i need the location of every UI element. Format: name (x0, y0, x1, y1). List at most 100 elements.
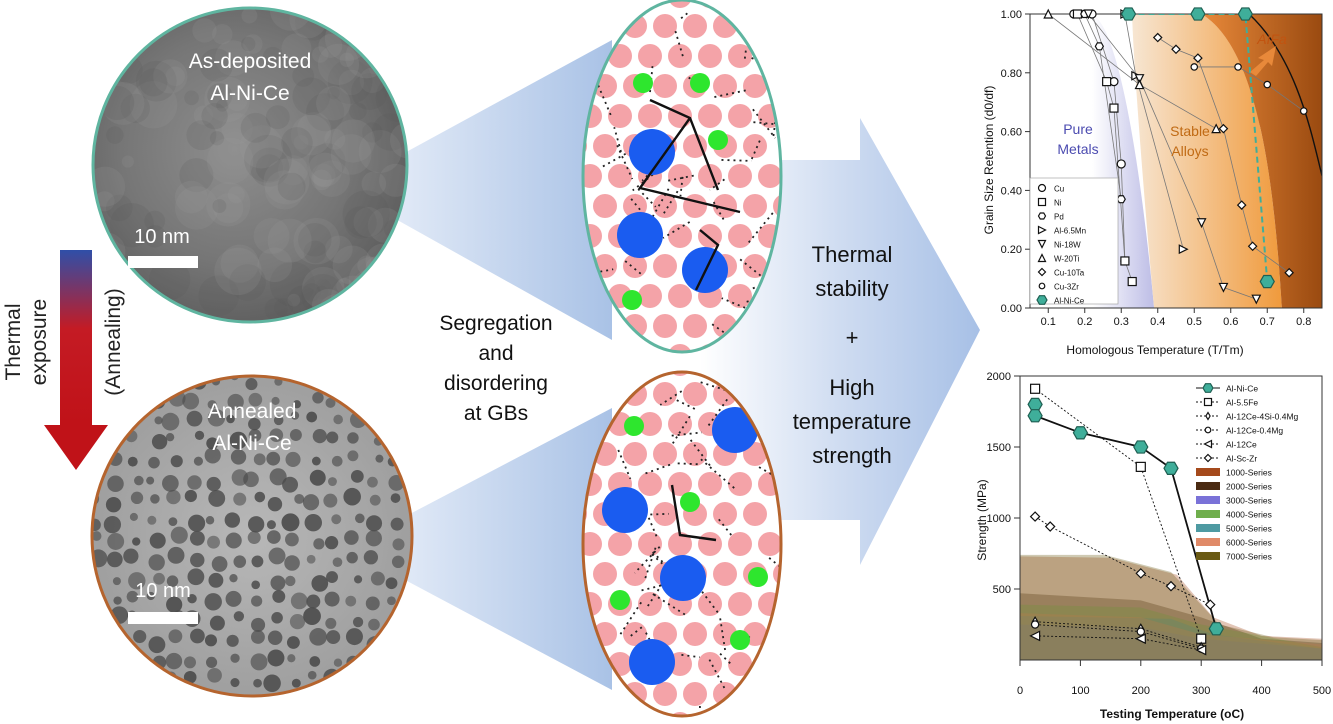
precipitate-dot (248, 429, 262, 442)
precipitate-dot (306, 411, 318, 423)
al-atom (758, 164, 781, 188)
chart1-ytick-label: 0.80 (1001, 68, 1022, 80)
chart1-data-point (1234, 63, 1242, 71)
chart2-legend-label: 2000-Series (1226, 482, 1272, 492)
chart2-xtick-label: 300 (1192, 685, 1210, 697)
micrograph-texture (389, 122, 407, 159)
chart2-ytick-label: 2000 (987, 371, 1011, 383)
micrograph-texture (303, 240, 327, 264)
precipitate-dot (186, 410, 203, 427)
precipitate-dot (207, 668, 222, 683)
precipitate-dot (205, 656, 218, 668)
precipitate-dot (309, 656, 321, 667)
chart2-legend-marker (1204, 426, 1212, 434)
al-atom (668, 164, 692, 188)
chart1-xtick-label: 0.8 (1296, 316, 1311, 328)
precipitate-dot (388, 431, 404, 446)
al-atom (728, 652, 752, 676)
micrograph-texture (297, 112, 332, 147)
al-atom (638, 592, 662, 616)
al-atom (668, 344, 692, 352)
chart2-legend-label: Al-Sc-Zr (1226, 454, 1257, 464)
aifa-arrow-icon (1250, 46, 1276, 76)
al-atom (758, 0, 781, 8)
al-atom (743, 14, 767, 38)
annealing-label: (Annealing) (102, 288, 125, 395)
micrograph-texture (281, 33, 312, 64)
micrograph-texture (290, 114, 332, 156)
chart1-legend-marker (1037, 183, 1047, 193)
al-atom (698, 592, 722, 616)
al-atom (653, 254, 677, 278)
precipitate-dot (282, 476, 299, 493)
precipitate-dot (292, 400, 302, 409)
micrograph-texture (94, 69, 114, 89)
al-atom (593, 134, 617, 158)
precipitate-dot (391, 555, 405, 569)
chart1-legend-label: Ni-18W (1054, 241, 1081, 250)
chart2-data-point (1195, 644, 1207, 656)
al-atom (758, 592, 781, 616)
al-atom (698, 104, 722, 128)
al-atom (668, 532, 692, 556)
ni-atom (690, 73, 710, 93)
grain-boundary-line (712, 201, 726, 222)
micrograph-texture (241, 8, 258, 24)
grain-boundary-line (768, 557, 781, 586)
micrograph-texture (199, 48, 234, 82)
chart2-data-point (1135, 568, 1147, 579)
segregation-text-4: at GBs (464, 402, 528, 425)
precipitate-dot (204, 634, 218, 647)
chart1-data-point (1211, 123, 1222, 134)
chart2-legend-marker (1203, 453, 1213, 463)
chart1-legend-marker (1037, 267, 1047, 277)
precipitate-dot (127, 376, 140, 385)
chart2-legend-label: 4000-Series (1226, 510, 1272, 520)
chart1-legend-marker (1037, 239, 1047, 249)
chart2-ytick-label: 500 (993, 584, 1011, 596)
micrograph-texture (327, 59, 373, 104)
al-atom (668, 224, 692, 248)
annealed-atom-model (581, 370, 783, 718)
chart1-data-point (1193, 53, 1203, 63)
micrograph-texture (331, 119, 375, 163)
al-atom (728, 472, 752, 496)
ni-atom (633, 73, 653, 93)
aifa-region (1201, 14, 1322, 308)
precipitate-dot (165, 652, 183, 670)
precipitate-dot (374, 378, 385, 389)
chart1-legend-label: W-20Ti (1054, 255, 1080, 264)
micrograph-texture (201, 102, 228, 130)
precipitate-dot (324, 591, 340, 607)
chart1-data-point (1152, 32, 1163, 43)
micrograph-texture (330, 134, 372, 175)
precipitate-dot (294, 493, 305, 504)
micrograph-texture (124, 8, 155, 37)
micrograph-texture (193, 105, 213, 125)
precipitate-dot (162, 475, 179, 492)
precipitate-dot (230, 449, 247, 465)
ce-atom (660, 555, 706, 601)
precipitate-dot (224, 512, 241, 528)
precipitate-dot (251, 580, 261, 590)
precipitate-dot (233, 555, 247, 568)
chart2-data-point (1030, 620, 1040, 629)
precipitate-dot (207, 400, 217, 410)
al-atom (758, 44, 781, 68)
top-micrograph-label-2: Al-Ni-Ce (210, 82, 289, 105)
precipitate-dot (345, 628, 363, 646)
al-atom (638, 284, 662, 308)
micrograph-texture (214, 247, 262, 296)
chart2-legend-label: Al-12Ce-0.4Mg (1226, 426, 1283, 436)
precipitate-dot (128, 572, 146, 590)
precipitate-dot (92, 675, 100, 689)
precipitate-dot (106, 674, 116, 684)
al-atom (583, 372, 602, 376)
al-atom (713, 194, 737, 218)
al-atom (698, 652, 722, 676)
al-atom (758, 532, 781, 556)
al-atom (668, 284, 692, 308)
alloy-series-band (1020, 593, 1322, 660)
chart1-legend-marker (1037, 212, 1047, 220)
precipitate-dot (385, 577, 398, 590)
